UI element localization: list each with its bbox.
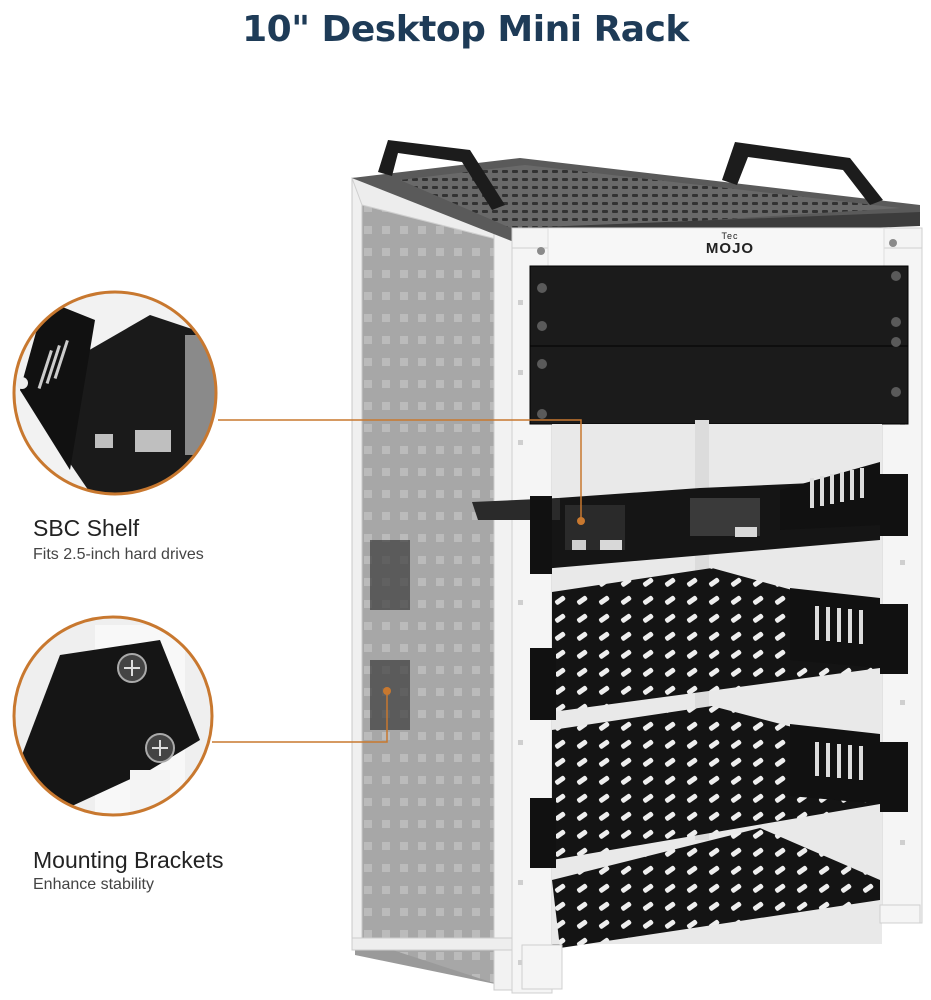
mounting-brackets-detail-image <box>14 617 212 815</box>
sbc-shelf-title: SBC Shelf <box>33 515 140 541</box>
page-title: 10" Desktop Mini Rack <box>242 8 689 50</box>
brand-logo-main: MOJO <box>705 240 755 257</box>
brand-logo-small: Tec <box>721 231 739 241</box>
mounting-brackets-title: Mounting Brackets <box>33 847 224 873</box>
blank-panel-1 <box>529 265 909 349</box>
blank-panel-2 <box>529 345 909 425</box>
mounting-brackets-subtitle: Enhance stability <box>33 876 154 893</box>
leader-line-sbc <box>218 419 582 518</box>
mounting-brackets-detail-ring <box>12 615 214 817</box>
sbc-shelf-detail-ring <box>12 290 218 496</box>
brand-logo: Tec MOJO <box>690 231 770 257</box>
sbc-shelf-detail-image <box>14 292 216 494</box>
right-handle <box>722 142 883 205</box>
leader-line-brackets <box>212 694 388 743</box>
left-handle <box>378 140 505 210</box>
bottom-plate <box>552 828 880 948</box>
sbc-shelf-subtitle: Fits 2.5-inch hard drives <box>33 546 204 563</box>
front-left-post <box>493 227 515 991</box>
left-frame-post <box>351 177 363 949</box>
